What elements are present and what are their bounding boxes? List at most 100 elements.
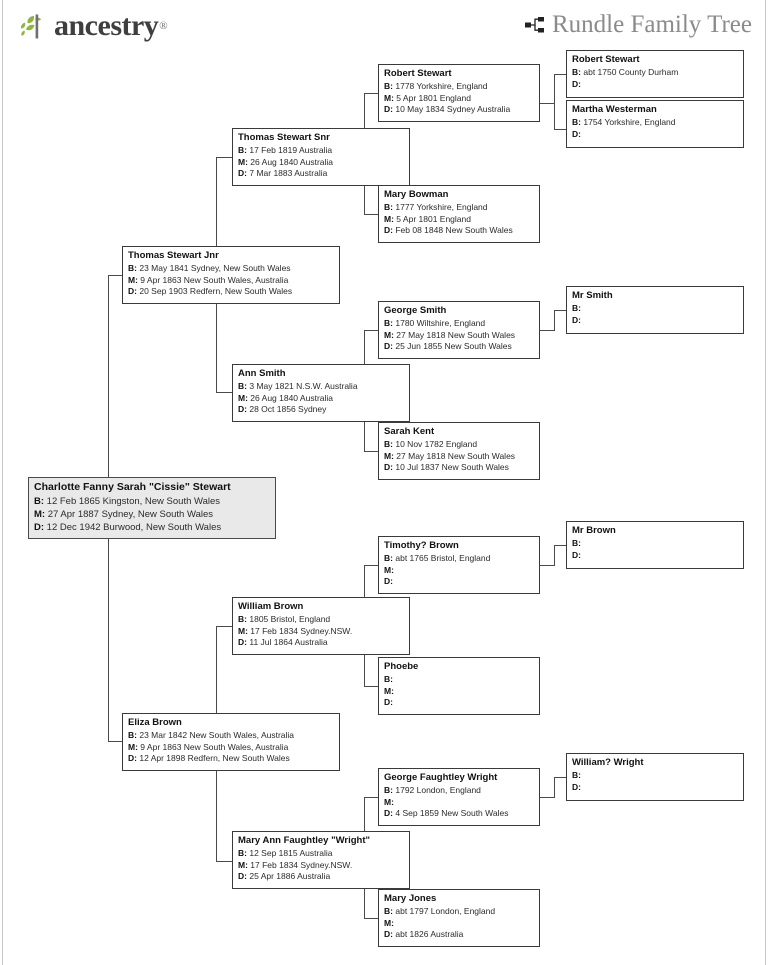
- birth-label: B:: [238, 381, 247, 391]
- connector-g4a-stub: [554, 74, 566, 75]
- person-box-sarah-kent[interactable]: Sarah Kent B: 10 Nov 1782 England M: 27 …: [378, 422, 540, 480]
- person-death: D: 20 Sep 1903 Redfern, New South Wales: [128, 286, 334, 298]
- person-name: Phoebe: [384, 661, 419, 672]
- death-value: 25 Apr 1886 Australia: [249, 871, 331, 881]
- person-death: D: 10 May 1834 Sydney Australia: [384, 104, 534, 116]
- person-marriage: M: 17 Feb 1834 Sydney.NSW.: [238, 626, 404, 638]
- person-death: D:: [572, 79, 738, 91]
- person-name: Robert Stewart: [384, 68, 452, 79]
- ancestry-logo[interactable]: ancestry ®: [18, 10, 168, 42]
- birth-value: 23 Mar 1842 New South Wales, Australia: [139, 730, 295, 740]
- marriage-label: M:: [238, 156, 248, 167]
- connector-mother-stub: [108, 741, 122, 742]
- person-box-thomas-stewart-snr[interactable]: Thomas Stewart Snr B: 17 Feb 1819 Austra…: [232, 128, 410, 186]
- person-marriage: M:: [384, 686, 534, 698]
- birth-label: B:: [238, 848, 247, 858]
- person-marriage: M:: [384, 565, 534, 577]
- death-label: D:: [238, 168, 247, 178]
- person-box-william-wright[interactable]: William? Wright B: D:: [566, 753, 744, 801]
- person-box-george-smith[interactable]: George Smith B: 1780 Wiltshire, England …: [378, 301, 540, 359]
- connector-pgm-stub: [216, 392, 232, 393]
- death-value: 12 Dec 1942 Burwood, New South Wales: [46, 522, 222, 533]
- birth-label: B:: [572, 770, 581, 780]
- page-edge-left: [2, 0, 3, 965]
- person-birth: B: 17 Feb 1819 Australia: [238, 145, 404, 157]
- person-death: D: 28 Oct 1856 Sydney: [238, 404, 404, 416]
- birth-label: B:: [572, 117, 581, 127]
- marriage-label: M:: [128, 274, 138, 285]
- person-death: D: 12 Apr 1898 Redfern, New South Wales: [128, 753, 334, 765]
- death-label: D:: [384, 576, 393, 586]
- person-box-robert-stewart-1778[interactable]: Robert Stewart B: 1778 Yorkshire, Englan…: [378, 64, 540, 122]
- person-name: Martha Westerman: [572, 104, 657, 115]
- person-marriage: M: 5 Apr 1801 England: [384, 93, 534, 105]
- person-birth: B: 1780 Wiltshire, England: [384, 318, 534, 330]
- ancestry-logo-trademark: ®: [159, 20, 168, 32]
- person-box-ann-smith[interactable]: Ann Smith B: 3 May 1821 N.S.W. Australia…: [232, 364, 410, 422]
- person-box-robert-stewart-1750[interactable]: Robert Stewart B: abt 1750 County Durham…: [566, 50, 744, 98]
- person-box-mary-bowman[interactable]: Mary Bowman B: 1777 Yorkshire, England M…: [378, 185, 540, 243]
- connector-pggf2-stub: [364, 330, 378, 331]
- birth-label: B:: [572, 538, 581, 548]
- person-box-eliza-brown[interactable]: Eliza Brown B: 23 Mar 1842 New South Wal…: [122, 713, 340, 771]
- birth-label: B:: [128, 263, 137, 273]
- person-death: D: 10 Jul 1837 New South Wales: [384, 462, 534, 474]
- birth-label: B:: [572, 67, 581, 77]
- person-name: Charlotte Fanny Sarah "Cissie" Stewart: [34, 481, 231, 493]
- person-death: D:: [572, 315, 738, 327]
- birth-value: 17 Feb 1819 Australia: [249, 145, 333, 155]
- marriage-value: 5 Apr 1801 England: [396, 213, 471, 224]
- connector-pgf-stub: [216, 157, 232, 158]
- person-box-timothy-brown[interactable]: Timothy? Brown B: abt 1765 Bristol, Engl…: [378, 536, 540, 594]
- person-name: Sarah Kent: [384, 426, 435, 437]
- person-box-george-faughtley-wright[interactable]: George Faughtley Wright B: 1792 London, …: [378, 768, 540, 826]
- birth-value: 10 Nov 1782 England: [395, 439, 478, 449]
- person-name: George Faughtley Wright: [384, 772, 498, 783]
- birth-label: B:: [384, 81, 393, 91]
- person-box-william-brown[interactable]: William Brown B: 1805 Bristol, England M…: [232, 597, 410, 655]
- person-marriage: M: 26 Aug 1840 Australia: [238, 157, 404, 169]
- person-name: Timothy? Brown: [384, 540, 459, 551]
- connector-g4e-stub: [554, 777, 566, 778]
- birth-label: B:: [384, 674, 393, 684]
- person-death: D:: [572, 129, 738, 141]
- person-death: D:: [572, 782, 738, 794]
- marriage-label: M:: [384, 917, 394, 928]
- birth-value: abt 1750 County Durham: [583, 67, 679, 77]
- person-box-martha-westerman[interactable]: Martha Westerman B: 1754 Yorkshire, Engl…: [566, 100, 744, 148]
- connector-g4c-vertical: [554, 310, 555, 331]
- person-name: Robert Stewart: [572, 54, 640, 65]
- person-box-thomas-stewart-jnr[interactable]: Thomas Stewart Jnr B: 23 May 1841 Sydney…: [122, 246, 340, 304]
- person-birth: B: abt 1750 County Durham: [572, 67, 738, 79]
- connector-mggf2-stub: [364, 797, 378, 798]
- death-label: D:: [384, 341, 393, 351]
- person-box-focus-charlotte-stewart[interactable]: Charlotte Fanny Sarah "Cissie" Stewart B…: [28, 477, 276, 539]
- marriage-label: M:: [34, 509, 46, 520]
- connector-pggf1-out: [540, 103, 554, 104]
- person-box-mary-jones[interactable]: Mary Jones B: abt 1797 London, England M…: [378, 889, 540, 947]
- person-box-mr-smith[interactable]: Mr Smith B: D:: [566, 286, 744, 334]
- person-box-phoebe[interactable]: Phoebe B: M: D:: [378, 657, 540, 715]
- death-label: D:: [128, 286, 137, 296]
- connector-mggf1-out: [540, 565, 554, 566]
- person-birth: B: 23 May 1841 Sydney, New South Wales: [128, 263, 334, 275]
- person-birth: B: abt 1765 Bristol, England: [384, 553, 534, 565]
- tree-title-group: Rundle Family Tree: [524, 12, 752, 37]
- person-box-mr-brown[interactable]: Mr Brown B: D:: [566, 521, 744, 569]
- person-name: Mary Bowman: [384, 189, 449, 200]
- person-name: Thomas Stewart Jnr: [128, 250, 219, 261]
- death-value: 28 Oct 1856 Sydney: [249, 404, 327, 414]
- person-marriage: M: 27 Apr 1887 Sydney, New South Wales: [34, 508, 270, 521]
- person-death: D:: [384, 576, 534, 588]
- person-death: D: 7 Mar 1883 Australia: [238, 168, 404, 180]
- page-edge-right: [765, 0, 766, 965]
- person-box-mary-ann-faughtley-wright[interactable]: Mary Ann Faughtley "Wright" B: 12 Sep 18…: [232, 831, 410, 889]
- birth-label: B:: [238, 145, 247, 155]
- person-death: D: 25 Jun 1855 New South Wales: [384, 341, 534, 353]
- marriage-label: M:: [128, 741, 138, 752]
- marriage-label: M:: [384, 450, 394, 461]
- death-label: D:: [384, 808, 393, 818]
- person-death: D: abt 1826 Australia: [384, 929, 534, 941]
- marriage-value: 5 Apr 1801 England: [396, 92, 471, 103]
- person-death: D: 11 Jul 1864 Australia: [238, 637, 404, 649]
